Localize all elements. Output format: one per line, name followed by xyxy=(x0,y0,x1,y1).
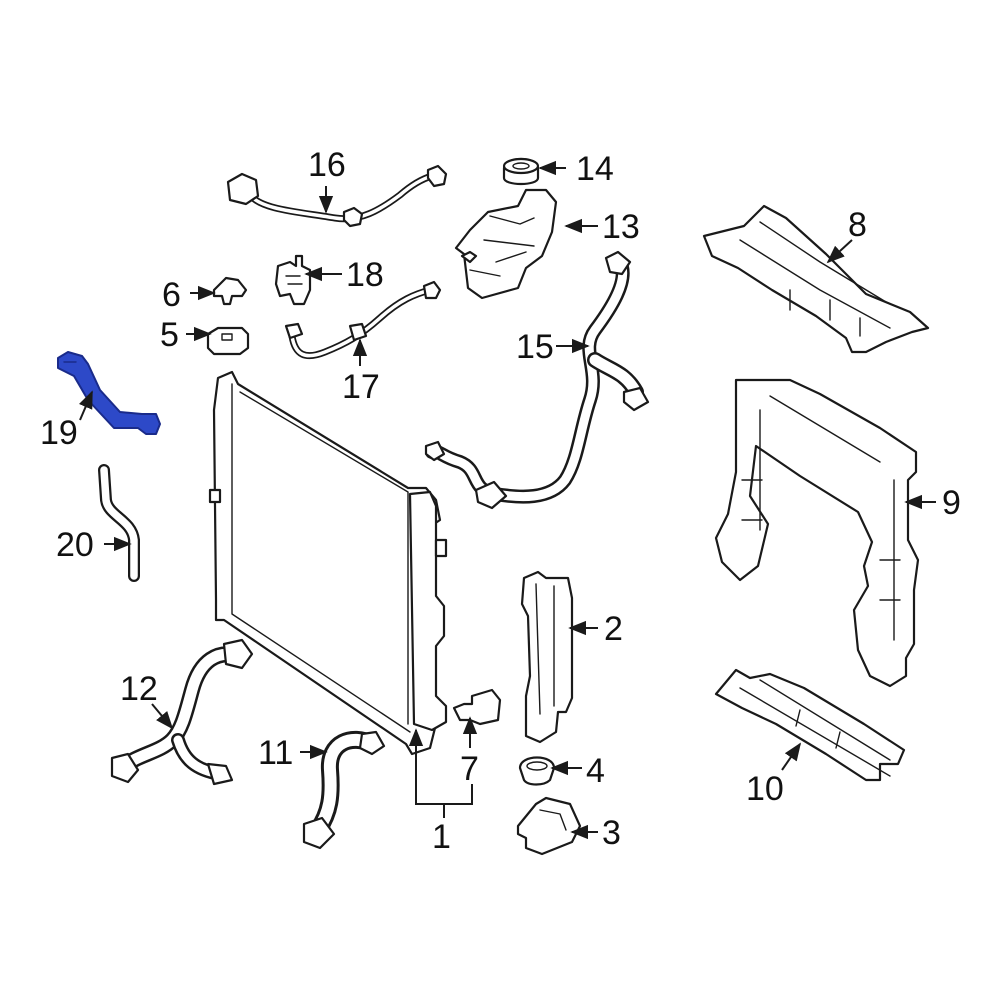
callout-11: 11 xyxy=(258,734,294,772)
part-18-sensor[interactable] xyxy=(274,254,312,306)
callout-12: 12 xyxy=(120,670,158,708)
part-11-coolant-hose[interactable] xyxy=(302,730,386,850)
callout-13: 13 xyxy=(602,208,640,246)
callout-9: 9 xyxy=(942,484,961,522)
callout-4: 4 xyxy=(586,752,605,790)
part-12-coolant-hose[interactable] xyxy=(110,638,254,786)
part-15-coolant-hose[interactable] xyxy=(424,250,650,510)
part-16-sensor-harness[interactable] xyxy=(226,164,448,228)
callout-2: 2 xyxy=(604,610,623,648)
part-6-clip[interactable] xyxy=(212,276,248,306)
callout-8: 8 xyxy=(848,206,867,244)
callout-7: 7 xyxy=(460,750,479,788)
callout-16: 16 xyxy=(308,146,346,184)
part-4-cap[interactable] xyxy=(518,756,556,786)
part-2-bracket[interactable] xyxy=(520,570,574,744)
part-13-expansion-tank[interactable] xyxy=(454,188,558,300)
part-17-sensor-harness[interactable] xyxy=(284,280,442,360)
callout-6: 6 xyxy=(162,276,181,314)
part-20-hose[interactable] xyxy=(98,464,140,582)
callout-1: 1 xyxy=(432,818,451,856)
callout-19: 19 xyxy=(40,414,78,452)
callout-10: 10 xyxy=(746,770,784,808)
part-8-air-guide[interactable] xyxy=(702,204,930,354)
part-9-air-guide-frame[interactable] xyxy=(714,378,920,688)
part-3-mount-bracket[interactable] xyxy=(516,796,582,856)
part-1-radiator[interactable] xyxy=(208,370,448,756)
callout-20: 20 xyxy=(56,526,94,564)
part-5-mount[interactable] xyxy=(206,326,250,356)
callout-14: 14 xyxy=(576,150,614,188)
leader-lines xyxy=(79,160,936,840)
callout-5: 5 xyxy=(160,316,179,354)
part-7-sensor[interactable] xyxy=(452,688,502,726)
callout-17: 17 xyxy=(342,368,380,406)
callout-18: 18 xyxy=(346,256,384,294)
part-19-hose-highlighted[interactable] xyxy=(57,351,161,435)
part-10-air-guide-lower[interactable] xyxy=(714,668,906,782)
callout-15: 15 xyxy=(516,328,554,366)
part-14-reservoir-cap[interactable] xyxy=(502,157,540,186)
callout-3: 3 xyxy=(602,814,621,852)
